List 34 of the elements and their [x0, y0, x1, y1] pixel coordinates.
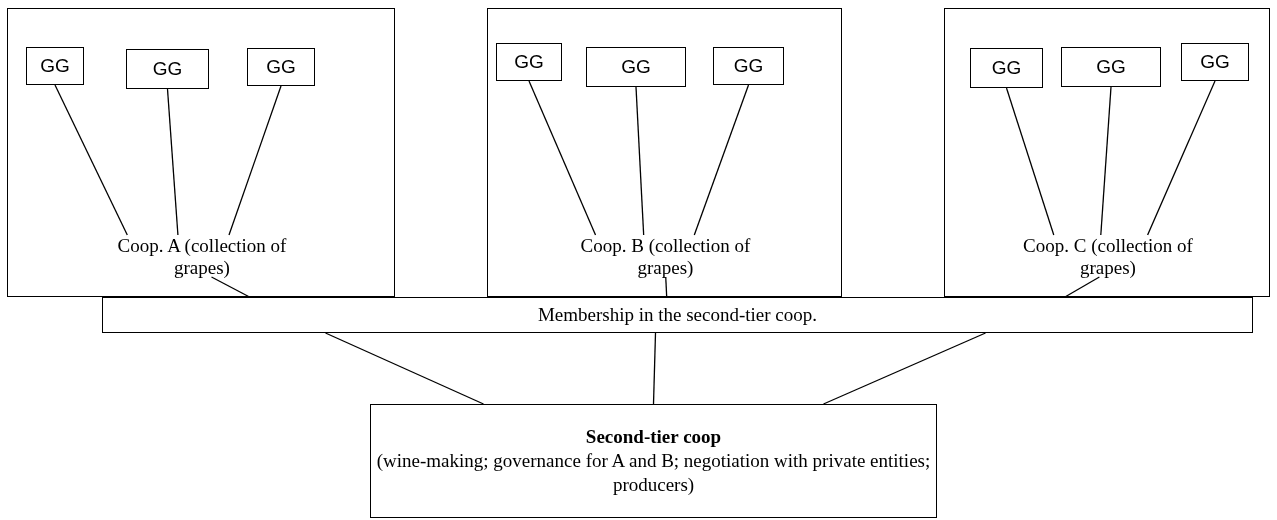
grower-box: GG [713, 47, 784, 85]
membership-bar: Membership in the second-tier coop. [102, 297, 1253, 333]
coop-panel [944, 8, 1270, 297]
coop-panel [7, 8, 395, 297]
connector-line [324, 332, 485, 405]
heading: Second-tier coop [584, 425, 723, 449]
connector-line [693, 84, 750, 236]
description: (wine-making; governance for A and B; negotiation with private entities; producers) [375, 449, 932, 497]
coop-label: Coop. C (collection of grapes) [1022, 235, 1194, 279]
coop-label: Coop. B (collection of grapes) [579, 235, 752, 279]
connector-line [166, 88, 179, 236]
coop-panel [487, 8, 842, 297]
connector-line [1064, 276, 1101, 298]
grower-box: GG [1181, 43, 1249, 81]
connector-line [652, 332, 657, 405]
grower-box: GG [496, 43, 562, 81]
connector-line [1146, 80, 1216, 236]
connector-line [528, 80, 597, 236]
connector-line [822, 332, 987, 405]
connector-line [54, 84, 128, 236]
grower-box: GG [586, 47, 686, 87]
connector-line [228, 85, 282, 236]
connector-line [635, 86, 645, 236]
second-tier-box [370, 404, 937, 518]
grower-box: GG [126, 49, 209, 89]
grower-box: GG [26, 47, 84, 85]
connector-line [210, 276, 251, 298]
grower-box: GG [970, 48, 1043, 88]
grower-box: GG [1061, 47, 1161, 87]
connector-line [1100, 86, 1112, 236]
coop-label: Coop. A (collection of grapes) [116, 235, 288, 279]
connector-line [665, 276, 668, 298]
connector-line [1005, 87, 1055, 236]
grower-box: GG [247, 48, 315, 86]
